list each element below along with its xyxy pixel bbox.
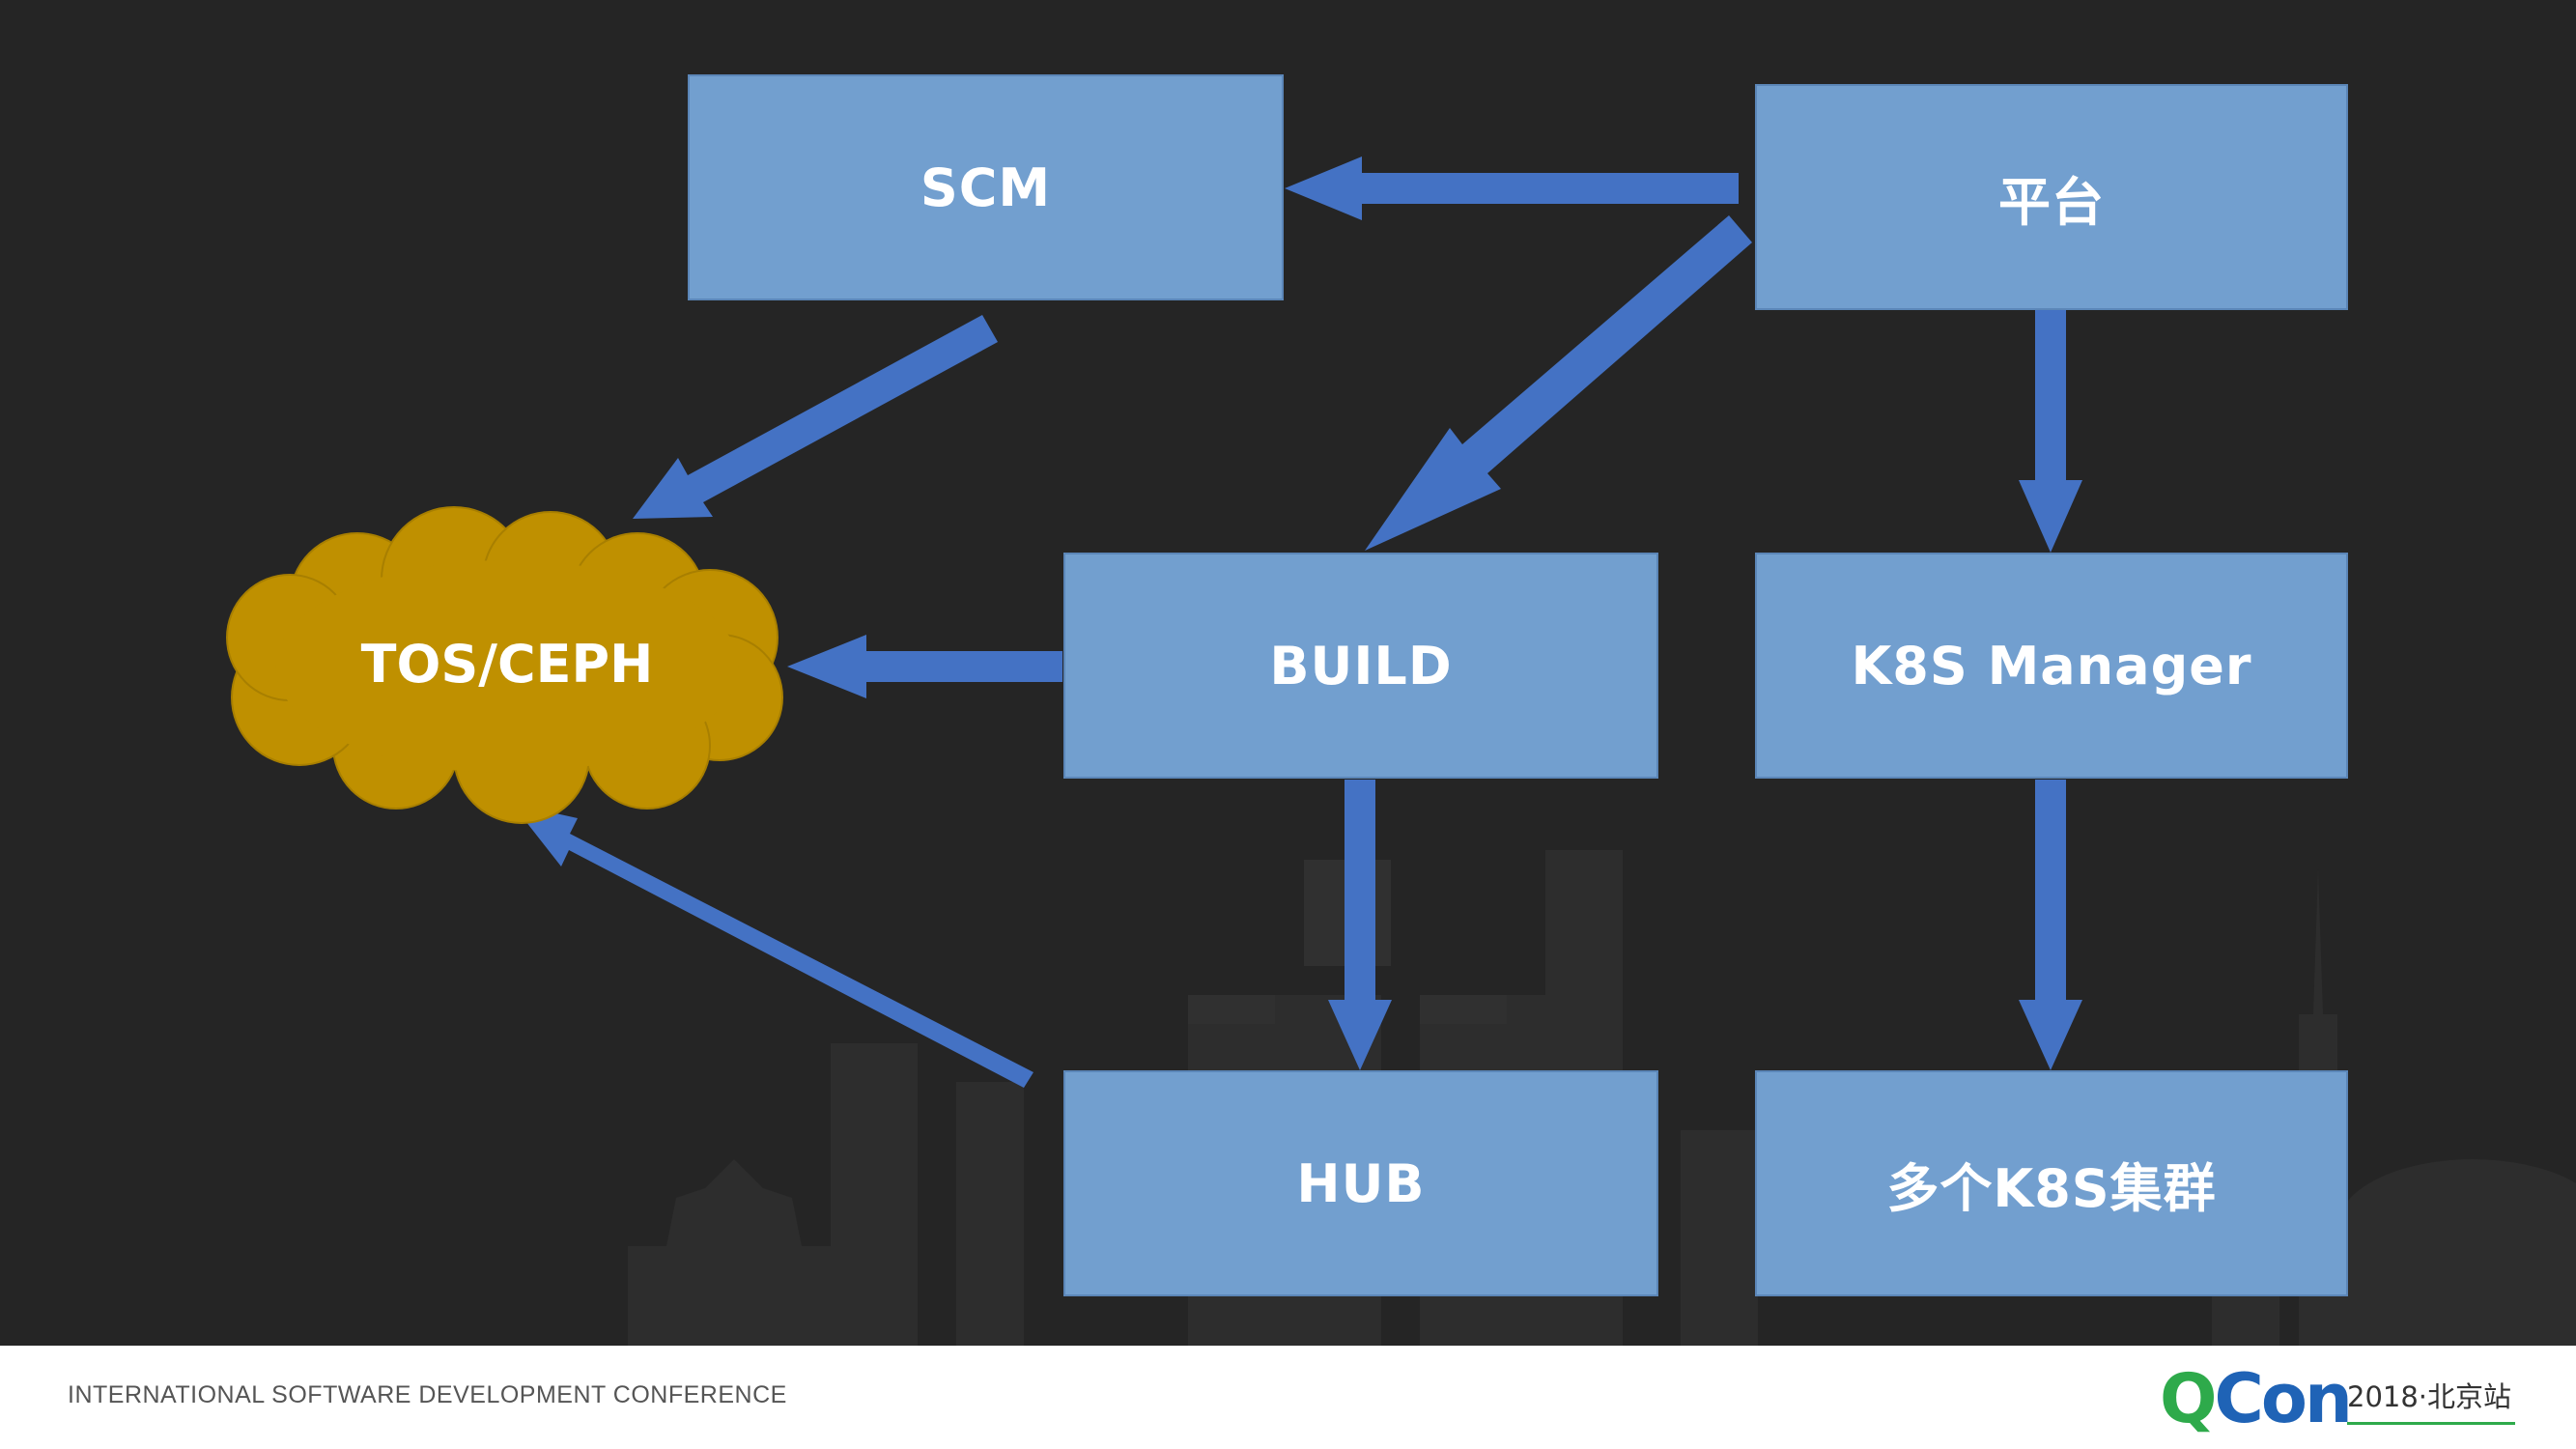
arrow-platform-to-scm (1285, 156, 1739, 220)
arrow-scm-to-storage (633, 315, 998, 519)
conference-name: INTERNATIONAL SOFTWARE DEVELOPMENT CONFE… (68, 1381, 787, 1408)
logo-q: Q (2160, 1359, 2217, 1438)
connector-arrows (512, 156, 2082, 1088)
k8s-clusters-node: 多个K8S集群 (1755, 1070, 2348, 1296)
arrow-platform-to-build (1365, 215, 1752, 551)
qcon-logo: QCon (2160, 1359, 2353, 1438)
scm-label: SCM (920, 156, 1052, 218)
arrow-platform-to-k8s-manager (2019, 310, 2082, 553)
arrow-build-to-storage (787, 635, 1062, 698)
slide-footer (0, 1346, 2576, 1449)
storage-cloud (226, 506, 783, 824)
conference-edition: 2018·北京站 (2347, 1372, 2516, 1425)
k8s-clusters-label: 多个K8S集群 (1886, 1157, 2217, 1219)
arrow-build-to-hub (1328, 780, 1392, 1070)
build-node: BUILD (1063, 553, 1658, 779)
k8s-manager-node: K8S Manager (1755, 553, 2348, 779)
k8s-manager-label: K8S Manager (1851, 635, 2252, 696)
logo-con: Con (2214, 1359, 2353, 1438)
scm-node: SCM (688, 74, 1284, 300)
hub-node: HUB (1063, 1070, 1658, 1296)
arrow-k8s-manager-to-clusters (2019, 780, 2082, 1070)
hub-label: HUB (1296, 1152, 1426, 1214)
build-label: BUILD (1269, 635, 1453, 696)
storage-label: TOS/CEPH (360, 633, 654, 695)
diagram-canvas: TOS/CEPH SCM 平台 BUILD K8S Manager HUB 多个… (0, 0, 2576, 1346)
platform-label: 平台 (1998, 171, 2105, 233)
platform-node: 平台 (1755, 84, 2348, 310)
arrow-hub-to-storage (512, 804, 1033, 1088)
